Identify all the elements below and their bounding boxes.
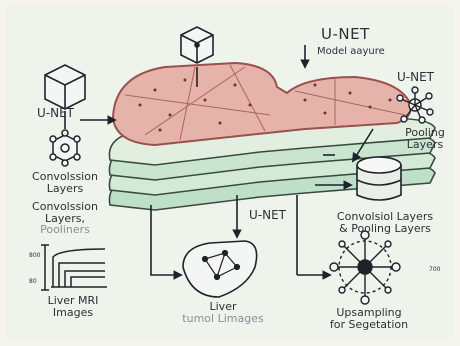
node-corner-tag: 700	[429, 267, 440, 273]
unet-label-center: U-NET	[249, 209, 286, 222]
liver-tumor-label: Liver tumol Limages	[175, 301, 271, 324]
unet-label-left: U-NET	[37, 107, 74, 120]
convolution-layers-label: Convolssion Layers	[17, 171, 113, 194]
cube-icon-top	[181, 27, 213, 63]
chart-tick-top: 800	[29, 253, 40, 259]
upsampling-network-icon	[330, 231, 400, 304]
conv-pool-line-3: Pooliners	[17, 224, 113, 236]
pooling-line-2: Layers	[397, 139, 453, 151]
upsampling-line-1: Upsampling	[319, 307, 419, 319]
title-main: U-NET	[321, 27, 370, 43]
pooling-layers-label: Pooling Layers	[397, 127, 453, 150]
conv-pool-right-label: Convolsiol Layers & Pooling Layers	[321, 211, 449, 234]
liver-network-icon	[183, 241, 257, 297]
cylinder-icon	[357, 157, 401, 200]
conv-pool-line-1: Convolssion	[17, 201, 113, 213]
mri-line-1: Liver MRI	[23, 295, 123, 307]
conv-left-line-2: Layers	[17, 183, 113, 195]
upsampling-line-2: for Segetation	[319, 319, 419, 331]
upsampling-label: Upsampling for Segetation	[319, 307, 419, 330]
mri-chart-icon	[41, 245, 107, 290]
convolution-pooling-label: Convolssion Layers, Pooliners	[17, 201, 113, 236]
liver-mri-label: Liver MRI Images	[23, 295, 123, 318]
chart-tick-bottom: 80	[29, 279, 37, 285]
cube-icon-left	[45, 65, 85, 109]
conv-right-line-2: & Pooling Layers	[321, 223, 449, 235]
liver-line-2: tumol Limages	[175, 313, 271, 325]
pooling-line-1: Pooling	[397, 127, 453, 139]
conv-left-line-1: Convolssion	[17, 171, 113, 183]
liver-line-1: Liver	[175, 301, 271, 313]
convolution-icon	[50, 130, 80, 166]
conv-right-line-1: Convolsiol Layers	[321, 211, 449, 223]
unet-label-right: U-NET	[397, 71, 434, 84]
mri-line-2: Images	[23, 307, 123, 319]
diagram-canvas: U-NET Model aayure U-NET U-NET Pooling L…	[5, 5, 453, 339]
title-subtitle: Model aayure	[317, 47, 385, 58]
